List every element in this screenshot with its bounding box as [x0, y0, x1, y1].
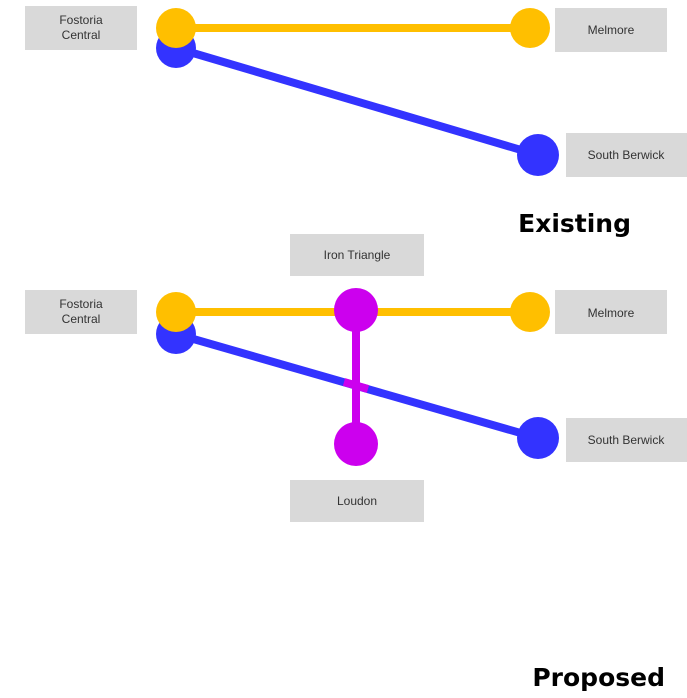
fostoria-central-label-line1: Fostoria — [59, 13, 103, 27]
south-berwick-label: South Berwick — [588, 148, 666, 162]
fostoria-central-label-line2: Central — [62, 312, 101, 326]
proposed-title: Proposed — [532, 663, 665, 692]
south-berwick-node — [517, 134, 559, 176]
line-crossing — [342, 378, 370, 393]
iron-triangle-label-box — [290, 234, 424, 276]
fostoria-central-yellow-node — [156, 8, 196, 48]
fostoria-central-yellow-node — [156, 292, 196, 332]
fostoria-central-label-box — [25, 290, 137, 334]
fostoria-central-label-box — [25, 6, 137, 50]
melmore-label: Melmore — [588, 23, 635, 37]
existing-diagram: Fostoria Central Melmore South Berwick E… — [25, 6, 687, 238]
south-berwick-label-box — [566, 133, 687, 177]
melmore-label-box — [555, 290, 667, 334]
melmore-label: Melmore — [588, 306, 635, 320]
south-berwick-label: South Berwick — [588, 433, 666, 447]
blue-line-fostoria-south-berwick — [174, 44, 540, 159]
proposed-diagram: Iron Triangle Fostoria Central Melmore S… — [25, 234, 687, 692]
fostoria-central-label-line2: Central — [62, 28, 101, 42]
south-berwick-label-box — [566, 418, 687, 462]
melmore-node — [510, 8, 550, 48]
south-berwick-node — [517, 417, 559, 459]
iron-triangle-node — [334, 288, 378, 332]
loudon-label: Loudon — [337, 494, 377, 508]
melmore-node — [510, 292, 550, 332]
loudon-label-box — [290, 480, 424, 522]
fostoria-central-label-line1: Fostoria — [59, 297, 103, 311]
existing-title: Existing — [518, 209, 631, 238]
iron-triangle-label: Iron Triangle — [324, 248, 391, 262]
loudon-node — [334, 422, 378, 466]
melmore-label-box — [555, 8, 667, 52]
